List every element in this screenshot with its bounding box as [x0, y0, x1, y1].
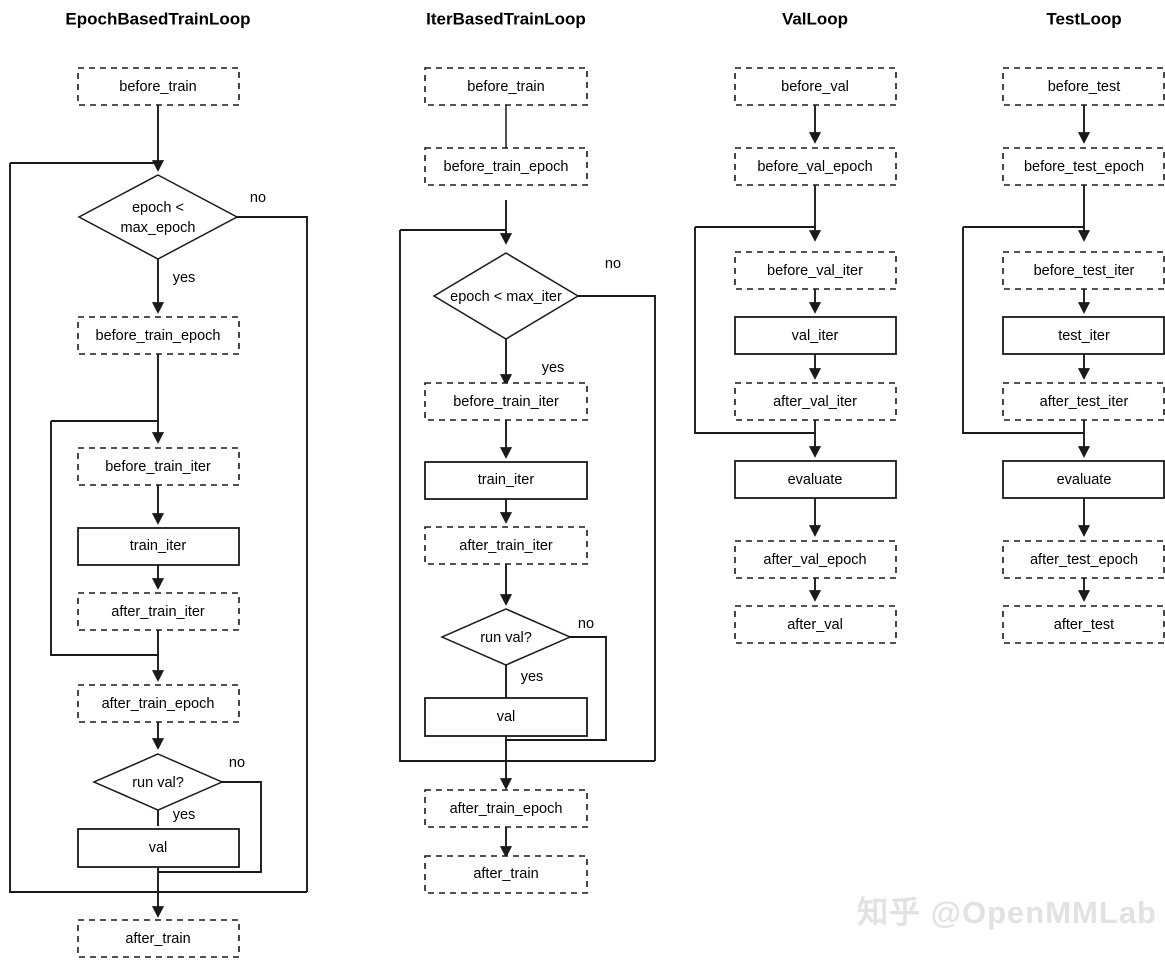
edge-runval-no-bypass: [506, 636, 607, 741]
node-label: before_train: [119, 79, 196, 95]
edge-val-iter-loop-left: [694, 227, 815, 434]
edge-label-yes: yes: [521, 669, 544, 685]
node-label: evaluate: [788, 472, 843, 488]
node-label-line2: max_epoch: [121, 220, 196, 236]
node-label: before_val_epoch: [757, 159, 872, 175]
node-label: after_val_epoch: [763, 552, 866, 568]
node-after-train[interactable]: after_train: [77, 919, 240, 958]
node-val[interactable]: val: [424, 697, 588, 737]
edge-label-no: no: [605, 256, 621, 272]
node-label: train_iter: [130, 538, 187, 554]
node-label: after_train_epoch: [102, 696, 215, 712]
node-train-iter[interactable]: train_iter: [424, 461, 588, 500]
column-title-iter: IterBasedTrainLoop: [426, 9, 586, 28]
node-label: train_iter: [478, 472, 535, 488]
node-after-train-epoch[interactable]: after_train_epoch: [424, 789, 588, 828]
edge-outer-loop-left: [399, 230, 655, 762]
node-label: after_test: [1054, 617, 1114, 633]
node-label: after_train: [473, 866, 538, 882]
node-before-test-iter[interactable]: before_test_iter: [1002, 251, 1165, 290]
node-after-train[interactable]: after_train: [424, 855, 588, 894]
node-before-val-iter[interactable]: before_val_iter: [734, 251, 897, 290]
node-label: val: [497, 709, 516, 725]
node-label: before_train_epoch: [444, 159, 569, 175]
column-title-val: ValLoop: [782, 9, 848, 28]
node-after-test-iter[interactable]: after_test_iter: [1002, 382, 1165, 421]
node-before-train[interactable]: before_train: [424, 67, 588, 106]
edge-runval-no-bypass: [158, 781, 262, 873]
node-label: before_test: [1048, 79, 1121, 95]
edge-label-no: no: [229, 755, 245, 771]
edge-test-iter-loop-left: [962, 227, 1084, 434]
node-train-iter[interactable]: train_iter: [77, 527, 240, 566]
node-label: test_iter: [1058, 328, 1110, 344]
node-label: evaluate: [1057, 472, 1112, 488]
edge-label-yes: yes: [173, 807, 196, 823]
node-label: before_test_epoch: [1024, 159, 1144, 175]
node-epoch-lt-max-epoch[interactable]: epoch < max_epoch: [77, 174, 239, 260]
node-run-val[interactable]: run val?: [440, 608, 572, 666]
column-test-loop: TestLoop before_test before_test_epoch b…: [962, 9, 1165, 644]
node-evaluate[interactable]: evaluate: [1002, 460, 1165, 499]
node-after-train-epoch[interactable]: after_train_epoch: [77, 684, 240, 723]
node-after-test-epoch[interactable]: after_test_epoch: [1002, 540, 1165, 579]
node-before-train-iter[interactable]: before_train_iter: [77, 447, 240, 486]
node-before-val-epoch[interactable]: before_val_epoch: [734, 147, 897, 186]
node-run-val[interactable]: run val?: [92, 753, 224, 811]
node-label: before_train_epoch: [96, 328, 221, 344]
node-label: before_test_iter: [1034, 263, 1135, 279]
node-label: after_train: [125, 931, 190, 947]
node-after-val-epoch[interactable]: after_val_epoch: [734, 540, 897, 579]
column-title-test: TestLoop: [1046, 9, 1121, 28]
edge-iter-loop-left: [50, 421, 158, 656]
node-before-test-epoch[interactable]: before_test_epoch: [1002, 147, 1165, 186]
column-epoch-based-train-loop: EpochBasedTrainLoop before_train epoch <…: [9, 9, 308, 958]
node-after-train-iter[interactable]: after_train_iter: [77, 592, 240, 631]
node-label: after_test_iter: [1040, 394, 1129, 410]
node-label: after_train_epoch: [450, 801, 563, 817]
node-label: before_val: [781, 79, 849, 95]
node-before-train-iter[interactable]: before_train_iter: [424, 382, 588, 421]
node-before-val[interactable]: before_val: [734, 67, 897, 106]
node-test-iter[interactable]: test_iter: [1002, 316, 1165, 355]
node-val[interactable]: val: [77, 828, 240, 868]
node-before-train[interactable]: before_train: [77, 67, 240, 106]
edge-label-no: no: [578, 616, 594, 632]
node-label: run val?: [480, 630, 532, 646]
column-iter-based-train-loop: IterBasedTrainLoop before_train before_t…: [399, 9, 656, 894]
node-after-train-iter[interactable]: after_train_iter: [424, 526, 588, 565]
node-val-iter[interactable]: val_iter: [734, 316, 897, 355]
node-label: after_train_iter: [459, 538, 553, 554]
node-after-val-iter[interactable]: after_val_iter: [734, 382, 897, 421]
edge-label-yes: yes: [542, 360, 565, 376]
node-evaluate[interactable]: evaluate: [734, 460, 897, 499]
node-label: val: [149, 840, 168, 856]
node-epoch-lt-max-iter[interactable]: epoch < max_iter: [432, 252, 580, 340]
node-after-test[interactable]: after_test: [1002, 605, 1165, 644]
edge-epoch-no-to-bottom: [237, 216, 308, 892]
edge-iter-no-to-bottom: [578, 295, 656, 761]
column-val-loop: ValLoop before_val before_val_epoch befo…: [694, 9, 897, 644]
node-label: after_val_iter: [773, 394, 857, 410]
node-label: epoch < max_iter: [450, 289, 562, 305]
column-title-epoch: EpochBasedTrainLoop: [65, 9, 250, 28]
edge-label-yes: yes: [173, 270, 196, 286]
node-label: after_val: [787, 617, 843, 633]
node-label: after_test_epoch: [1030, 552, 1138, 568]
node-label: before_train_iter: [105, 459, 211, 475]
node-label: run val?: [132, 775, 184, 791]
node-label: before_val_iter: [767, 263, 863, 279]
node-before-test[interactable]: before_test: [1002, 67, 1165, 106]
edge-label-no: no: [250, 190, 266, 206]
edge-outer-loop-left: [9, 163, 307, 893]
node-before-train-epoch[interactable]: before_train_epoch: [424, 147, 588, 186]
node-after-val[interactable]: after_val: [734, 605, 897, 644]
node-label: after_train_iter: [111, 604, 205, 620]
node-before-train-epoch[interactable]: before_train_epoch: [77, 316, 240, 355]
node-label: before_train_iter: [453, 394, 559, 410]
node-label: before_train: [467, 79, 544, 95]
node-label-line1: epoch <: [132, 200, 184, 216]
watermark: 知乎 @OpenMMLab: [857, 895, 1157, 930]
node-label: val_iter: [792, 328, 839, 344]
